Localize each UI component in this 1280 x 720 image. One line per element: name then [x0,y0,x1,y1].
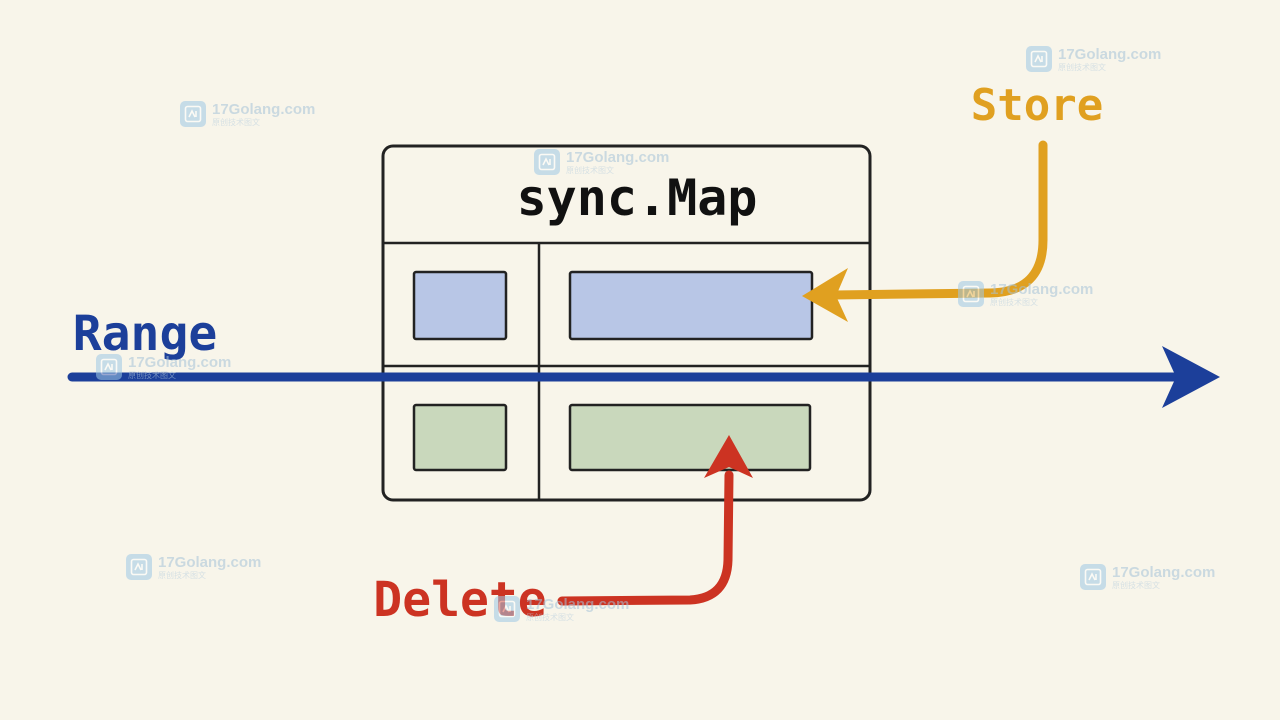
sync-map-box: sync.Map [381,144,872,502]
delete-label: Delete [373,572,546,628]
store-arrow: Store [802,80,1103,322]
sync-map-outline [381,144,872,502]
key-cell-row2 [412,403,508,472]
key-cell-row1 [412,270,508,341]
range-arrow: Range [67,306,1220,408]
store-label: Store [971,80,1103,131]
value-cell-row1 [568,270,814,341]
sync-map-title: sync.Map [517,169,758,227]
range-label: Range [73,306,218,362]
value-cell-row2 [568,403,812,472]
